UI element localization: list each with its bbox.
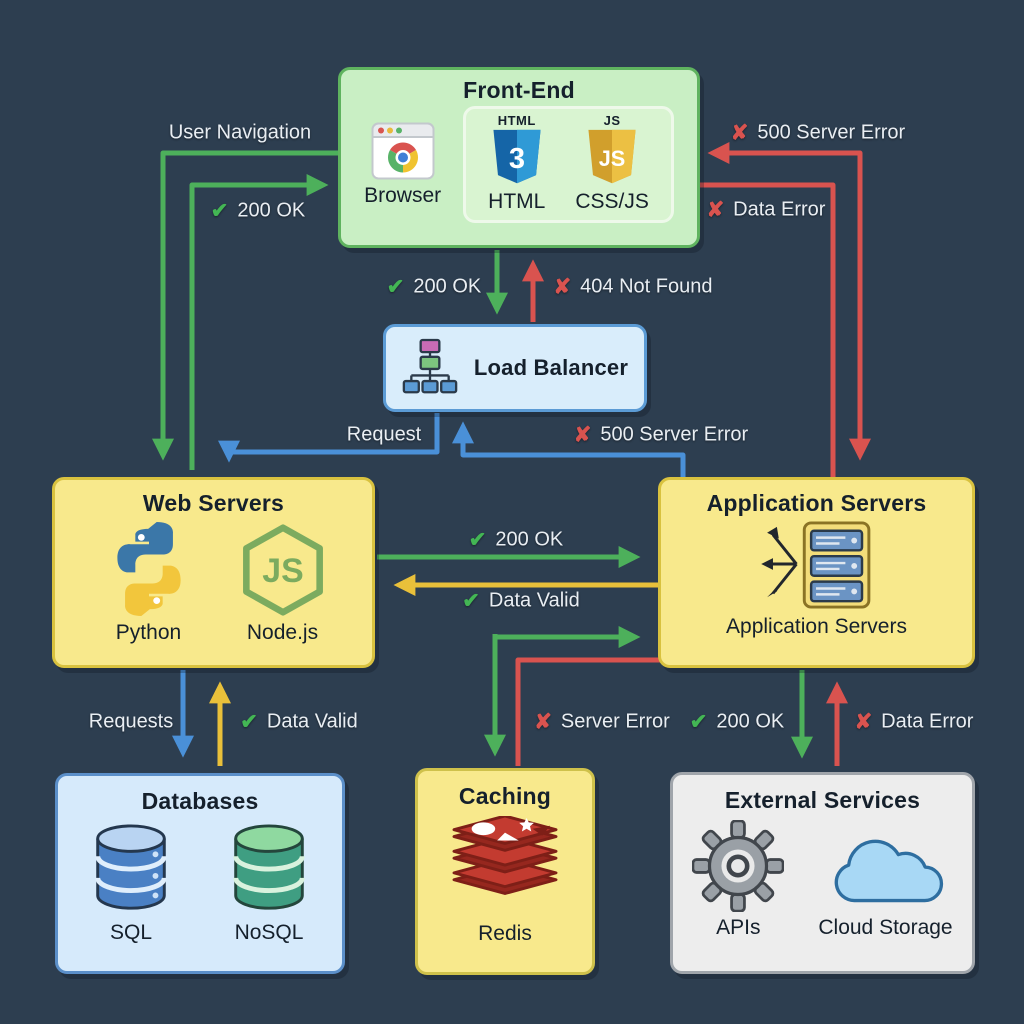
html-item: HTML 3 HTML <box>488 113 545 214</box>
nodejs-item: JS Node.js <box>240 523 326 645</box>
label-500-server-error-top: ✘500 Server Error <box>730 121 906 145</box>
edge-dataerror-frontend-appservers <box>700 182 836 477</box>
gear-icon <box>692 820 785 912</box>
label-200ok-middle: ✔200 OK <box>468 528 564 552</box>
python-label: Python <box>115 621 182 644</box>
label-data-valid-middle: ✔Data Valid <box>462 589 580 613</box>
label-200ok-loadbalancer: ✔200 OK <box>386 275 482 299</box>
label-requests: Requests <box>88 710 174 733</box>
js-mini-label: JS <box>603 113 621 128</box>
node-front-end: Front-End Browser HTML <box>338 67 700 248</box>
edge-200ok-into-frontend <box>189 173 329 470</box>
sql-item: SQL <box>93 823 169 945</box>
caching-title: Caching <box>458 783 552 809</box>
edge-500-appservers-frontend <box>707 141 872 461</box>
nodejs-label: Node.js <box>246 621 319 644</box>
python-icon <box>116 522 181 616</box>
redis-label: Redis <box>478 922 532 945</box>
node-external-services: External Services <box>670 772 975 974</box>
web-servers-title: Web Servers <box>142 490 285 516</box>
node-load-balancer: Load Balancer <box>383 324 647 412</box>
nosql-label: NoSQL <box>234 921 304 944</box>
databases-title: Databases <box>141 788 259 814</box>
label-data-valid-bottom: ✔Data Valid <box>240 710 358 734</box>
cssjs-label: CSS/JS <box>575 190 649 213</box>
apis-item: APIs <box>692 820 785 940</box>
browser-label: Browser <box>364 183 442 207</box>
edge-500-appservers-loadbalancer <box>451 421 686 477</box>
node-application-servers: Application Servers Application Servers <box>658 477 975 668</box>
edge-request <box>217 413 440 463</box>
svg-text:JS: JS <box>262 552 303 590</box>
cloud-storage-item: Cloud Storage <box>818 824 953 940</box>
load-balancer-icon <box>402 338 458 394</box>
edge-servererror-caching <box>515 657 662 766</box>
cloud-icon <box>835 839 944 903</box>
html5-icon: 3 <box>493 129 541 184</box>
sql-label: SQL <box>109 921 153 944</box>
sql-database-icon <box>95 824 167 910</box>
html-label: HTML <box>488 190 546 213</box>
cssjs-item: JS JS CSS/JS <box>575 113 649 214</box>
frontend-tech-panel: HTML 3 HTML JS JS CSS/JS <box>463 106 674 223</box>
application-servers-title: Application Servers <box>706 490 927 516</box>
browser-item: Browser <box>364 121 442 208</box>
svg-text:3: 3 <box>509 143 525 175</box>
nosql-database-icon <box>233 824 305 910</box>
label-data-error-bottom: ✘Data Error <box>854 710 974 734</box>
js-icon: JS <box>588 129 636 184</box>
svg-text:JS: JS <box>599 146 626 171</box>
html-mini-label: HTML <box>497 113 536 128</box>
application-servers-caption: Application Servers <box>726 615 907 638</box>
browser-icon <box>371 121 435 179</box>
label-404-not-found: ✘404 Not Found <box>553 275 713 299</box>
server-rack-icon <box>760 521 870 609</box>
label-500-server-error-lb: ✘500 Server Error <box>573 423 749 447</box>
external-services-title: External Services <box>724 787 921 813</box>
node-databases: Databases SQL NoSQL <box>55 773 345 974</box>
python-item: Python <box>102 521 196 645</box>
label-server-error-cache: ✘Server Error <box>534 710 670 734</box>
load-balancer-title: Load Balancer <box>473 355 629 380</box>
apis-label: APIs <box>716 916 761 939</box>
label-200ok-external: ✔200 OK <box>689 710 785 734</box>
nosql-item: NoSQL <box>231 823 307 945</box>
edge-user-navigation <box>151 150 338 461</box>
label-data-error-top: ✘Data Error <box>706 198 826 222</box>
cloud-storage-label: Cloud Storage <box>818 916 953 939</box>
label-200ok-frontend: ✔200 OK <box>210 199 306 223</box>
nodejs-icon: JS <box>242 524 323 616</box>
node-web-servers: Web Servers Python JS Node.js <box>52 477 375 668</box>
front-end-title: Front-End <box>463 77 575 103</box>
node-caching: Caching Redis <box>415 768 595 975</box>
label-user-navigation: User Navigation <box>168 121 312 144</box>
redis-icon <box>452 816 558 895</box>
label-request: Request <box>346 423 422 446</box>
